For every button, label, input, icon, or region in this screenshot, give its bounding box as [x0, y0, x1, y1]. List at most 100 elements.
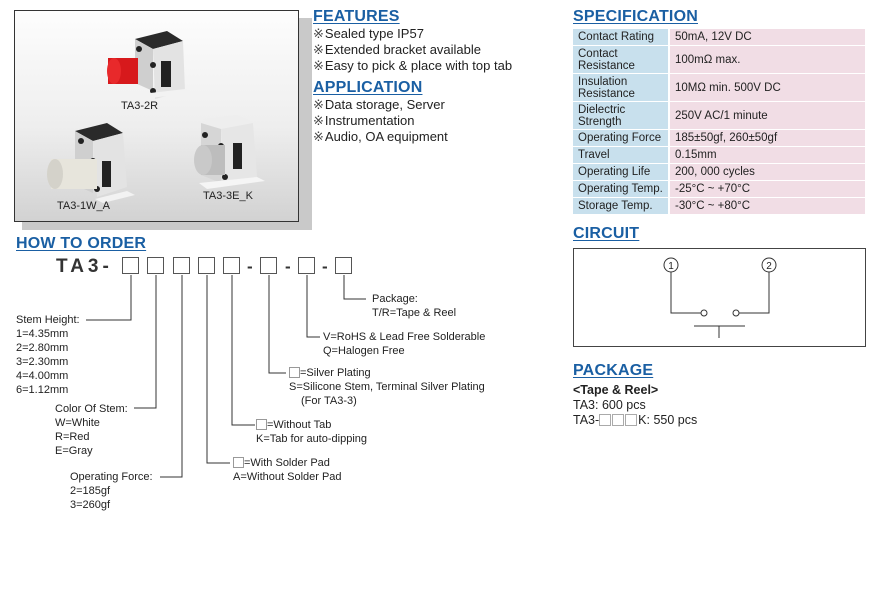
application-heading: APPLICATION: [313, 79, 423, 96]
contact-right: [732, 309, 740, 317]
spec-value: 100mΩ max.: [670, 46, 865, 73]
placeholder-box-icon: [289, 367, 300, 378]
package-code-legend: Package: T/R=Tape & Reel: [372, 293, 457, 319]
spec-value: 50mA, 12V DC: [670, 29, 865, 45]
specification-heading: SPECIFICATION: [573, 8, 698, 25]
plating-legend: =Silver Plating S=Silicone Stem, Termina…: [289, 367, 485, 407]
feature-item: ※Extended bracket available: [313, 42, 482, 57]
package-line-ta3-k: TA3-K: 550 pcs: [573, 413, 698, 427]
reference-mark-icon: ※: [313, 97, 324, 112]
spec-key: Operating Life: [573, 164, 670, 180]
spec-value: -30°C ~ +80°C: [670, 198, 865, 214]
spec-value: 0.15mm: [670, 147, 865, 163]
terminal-2-label: 2: [766, 261, 772, 272]
placeholder-box-icon: [625, 414, 638, 426]
stem-color-legend: Color Of Stem: W=White R=Red E=Gray: [55, 403, 128, 457]
placeholder-box-icon: [233, 457, 244, 468]
stem-height-legend: Stem Height: 1=4.35mm 2=2.80mm 3=2.30mm …: [16, 314, 80, 396]
circuit-heading: CIRCUIT: [573, 225, 640, 242]
circuit-schematic: 1 2: [663, 257, 777, 338]
spec-value: 250V AC/1 minute: [670, 102, 865, 129]
placeholder-box-icon: [256, 419, 267, 430]
leader-tab: [231, 275, 255, 426]
leader-stem-height: [86, 275, 132, 321]
photo-label-ta3-2r: TA3-2R: [121, 100, 159, 112]
order-box-solder-pad: [198, 257, 215, 274]
leader-compliance: [306, 275, 320, 338]
leader-stem-color: [134, 275, 157, 409]
operating-force-legend: Operating Force: 2=185gf 3=260gf: [70, 471, 153, 511]
tab-legend: =Without Tab K=Tab for auto-dipping: [256, 419, 367, 445]
leader-package: [343, 275, 366, 300]
package-heading: PACKAGE: [573, 362, 654, 379]
switch-ta3-3e-k-image: [194, 115, 265, 189]
wire-terminal-2: [739, 272, 770, 314]
product-render-image: [47, 31, 265, 203]
spec-value: 10MΩ min. 500V DC: [670, 74, 865, 101]
package-subtitle: <Tape & Reel>: [573, 383, 659, 397]
feature-item: ※Easy to pick & place with top tab: [313, 58, 513, 73]
photo-label-ta3-3e-k: TA3-3E_K: [203, 190, 253, 202]
order-box-stem-color: [147, 257, 164, 274]
placeholder-box-icon: [599, 414, 612, 426]
photo-label-ta3-1w-a: TA3-1W_A: [57, 200, 110, 212]
order-box-package: [335, 257, 352, 274]
wire-terminal-1: [670, 272, 701, 314]
spec-value: 185±50gf, 260±50gf: [670, 130, 865, 146]
leader-operating-force: [160, 275, 183, 478]
reference-mark-icon: ※: [313, 42, 324, 57]
order-box-plating: [260, 257, 277, 274]
product-photo-panel: TA3-2R TA3-1W_A TA3-3E_K: [14, 10, 299, 222]
features-heading: FEATURES: [313, 8, 400, 25]
compliance-legend: V=RoHS & Lead Free Solderable Q=Halogen …: [323, 331, 486, 357]
spec-row: Operating Temp.-25°C ~ +70°C: [573, 181, 865, 197]
spec-value: 200, 000 cycles: [670, 164, 865, 180]
order-box-operating-force: [173, 257, 190, 274]
reference-mark-icon: ※: [313, 129, 324, 144]
application-item: ※Data storage, Server: [313, 97, 445, 112]
solder-pad-legend: =With Solder Pad A=Without Solder Pad: [233, 457, 342, 483]
terminal-1-label: 1: [668, 261, 674, 272]
spec-key: Insulation Resistance: [573, 74, 670, 101]
application-item: ※Audio, OA equipment: [313, 129, 448, 144]
spec-value: -25°C ~ +70°C: [670, 181, 865, 197]
leader-solder-pad: [206, 275, 230, 464]
spec-key: Travel: [573, 147, 670, 163]
spec-key: Storage Temp.: [573, 198, 670, 214]
spec-key: Dielectric Strength: [573, 102, 670, 129]
switch-ta3-2r-image: [107, 31, 193, 99]
spec-key: Contact Resistance: [573, 46, 670, 73]
reference-mark-icon: ※: [313, 58, 324, 73]
spec-key: Contact Rating: [573, 29, 670, 45]
reference-mark-icon: ※: [313, 26, 324, 41]
package-line-ta3: TA3: 600 pcs: [573, 398, 646, 412]
order-code-prefix: TA3-: [56, 256, 113, 277]
order-box-stem-height: [122, 257, 139, 274]
spec-row: Storage Temp.-30°C ~ +80°C: [573, 198, 865, 214]
spec-key: Operating Temp.: [573, 181, 670, 197]
order-dash: -: [285, 257, 291, 276]
application-list: ※Data storage, Server ※Instrumentation ※…: [313, 97, 448, 145]
order-box-tab: [223, 257, 240, 274]
reference-mark-icon: ※: [313, 113, 324, 128]
circuit-diagram: 1 2: [573, 248, 866, 347]
leader-plating: [268, 275, 286, 374]
switch-ta3-1w-a-image: [47, 123, 135, 203]
order-box-compliance: [298, 257, 315, 274]
spec-key: Operating Force: [573, 130, 670, 146]
placeholder-box-icon: [612, 414, 625, 426]
contact-left: [700, 309, 708, 317]
order-dash: -: [322, 257, 328, 276]
features-list: ※Sealed type IP57 ※Extended bracket avai…: [313, 26, 512, 74]
feature-item: ※Sealed type IP57: [313, 26, 424, 41]
application-item: ※Instrumentation: [313, 113, 415, 128]
order-dash: -: [247, 257, 253, 276]
